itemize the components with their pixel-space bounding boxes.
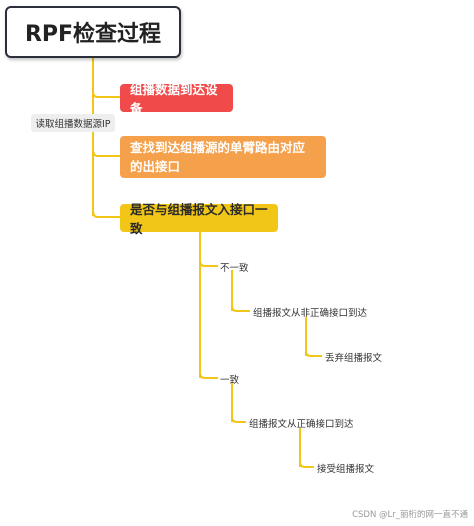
mismatch-action-label[interactable]: 丢弃组播报文 [325,353,383,364]
branch-to-mismatch [199,260,218,267]
branch-to-mismatch-action [305,350,322,357]
step-1-node[interactable]: 组播数据到达设备 [120,82,233,116]
step-1-label: 组播数据到达设备 [130,82,218,116]
step-2-label: 查找到达组播源的单臂路由对应的出接口 [130,140,306,174]
watermark-text: CSDN @Lr_丽桁的网一直不通 [352,510,468,520]
side-note-label: 读取组播数据源IP [35,119,111,130]
branch-to-mismatch-child [231,305,250,312]
mismatch-child-label[interactable]: 组播报文从非正确接口到达 [253,308,368,319]
match-branch-label[interactable]: 一致 [220,375,240,386]
branch-to-step3 [92,210,120,218]
step-2-node[interactable]: 查找到达组播源的单臂路由对应的出接口 [120,136,326,178]
branch-to-match [199,372,218,379]
side-note[interactable]: 读取组播数据源IP [31,114,115,132]
branch-to-step2 [92,149,120,157]
mismatch-branch-label[interactable]: 不一致 [220,263,249,274]
root-title: RPF检查过程 [24,22,162,47]
match-child-label[interactable]: 组播报文从正确接口到达 [249,419,354,430]
branch-to-match-action [299,461,314,468]
branch-to-step1 [92,91,120,98]
branch-to-match-child [231,416,246,423]
root-title-box[interactable]: RPF检查过程 [5,6,181,58]
step-3-label: 是否与组播报文入接口一致 [130,202,268,236]
step-3-node[interactable]: 是否与组播报文入接口一致 [120,202,278,236]
match-action-label[interactable]: 接受组播报文 [317,464,375,475]
